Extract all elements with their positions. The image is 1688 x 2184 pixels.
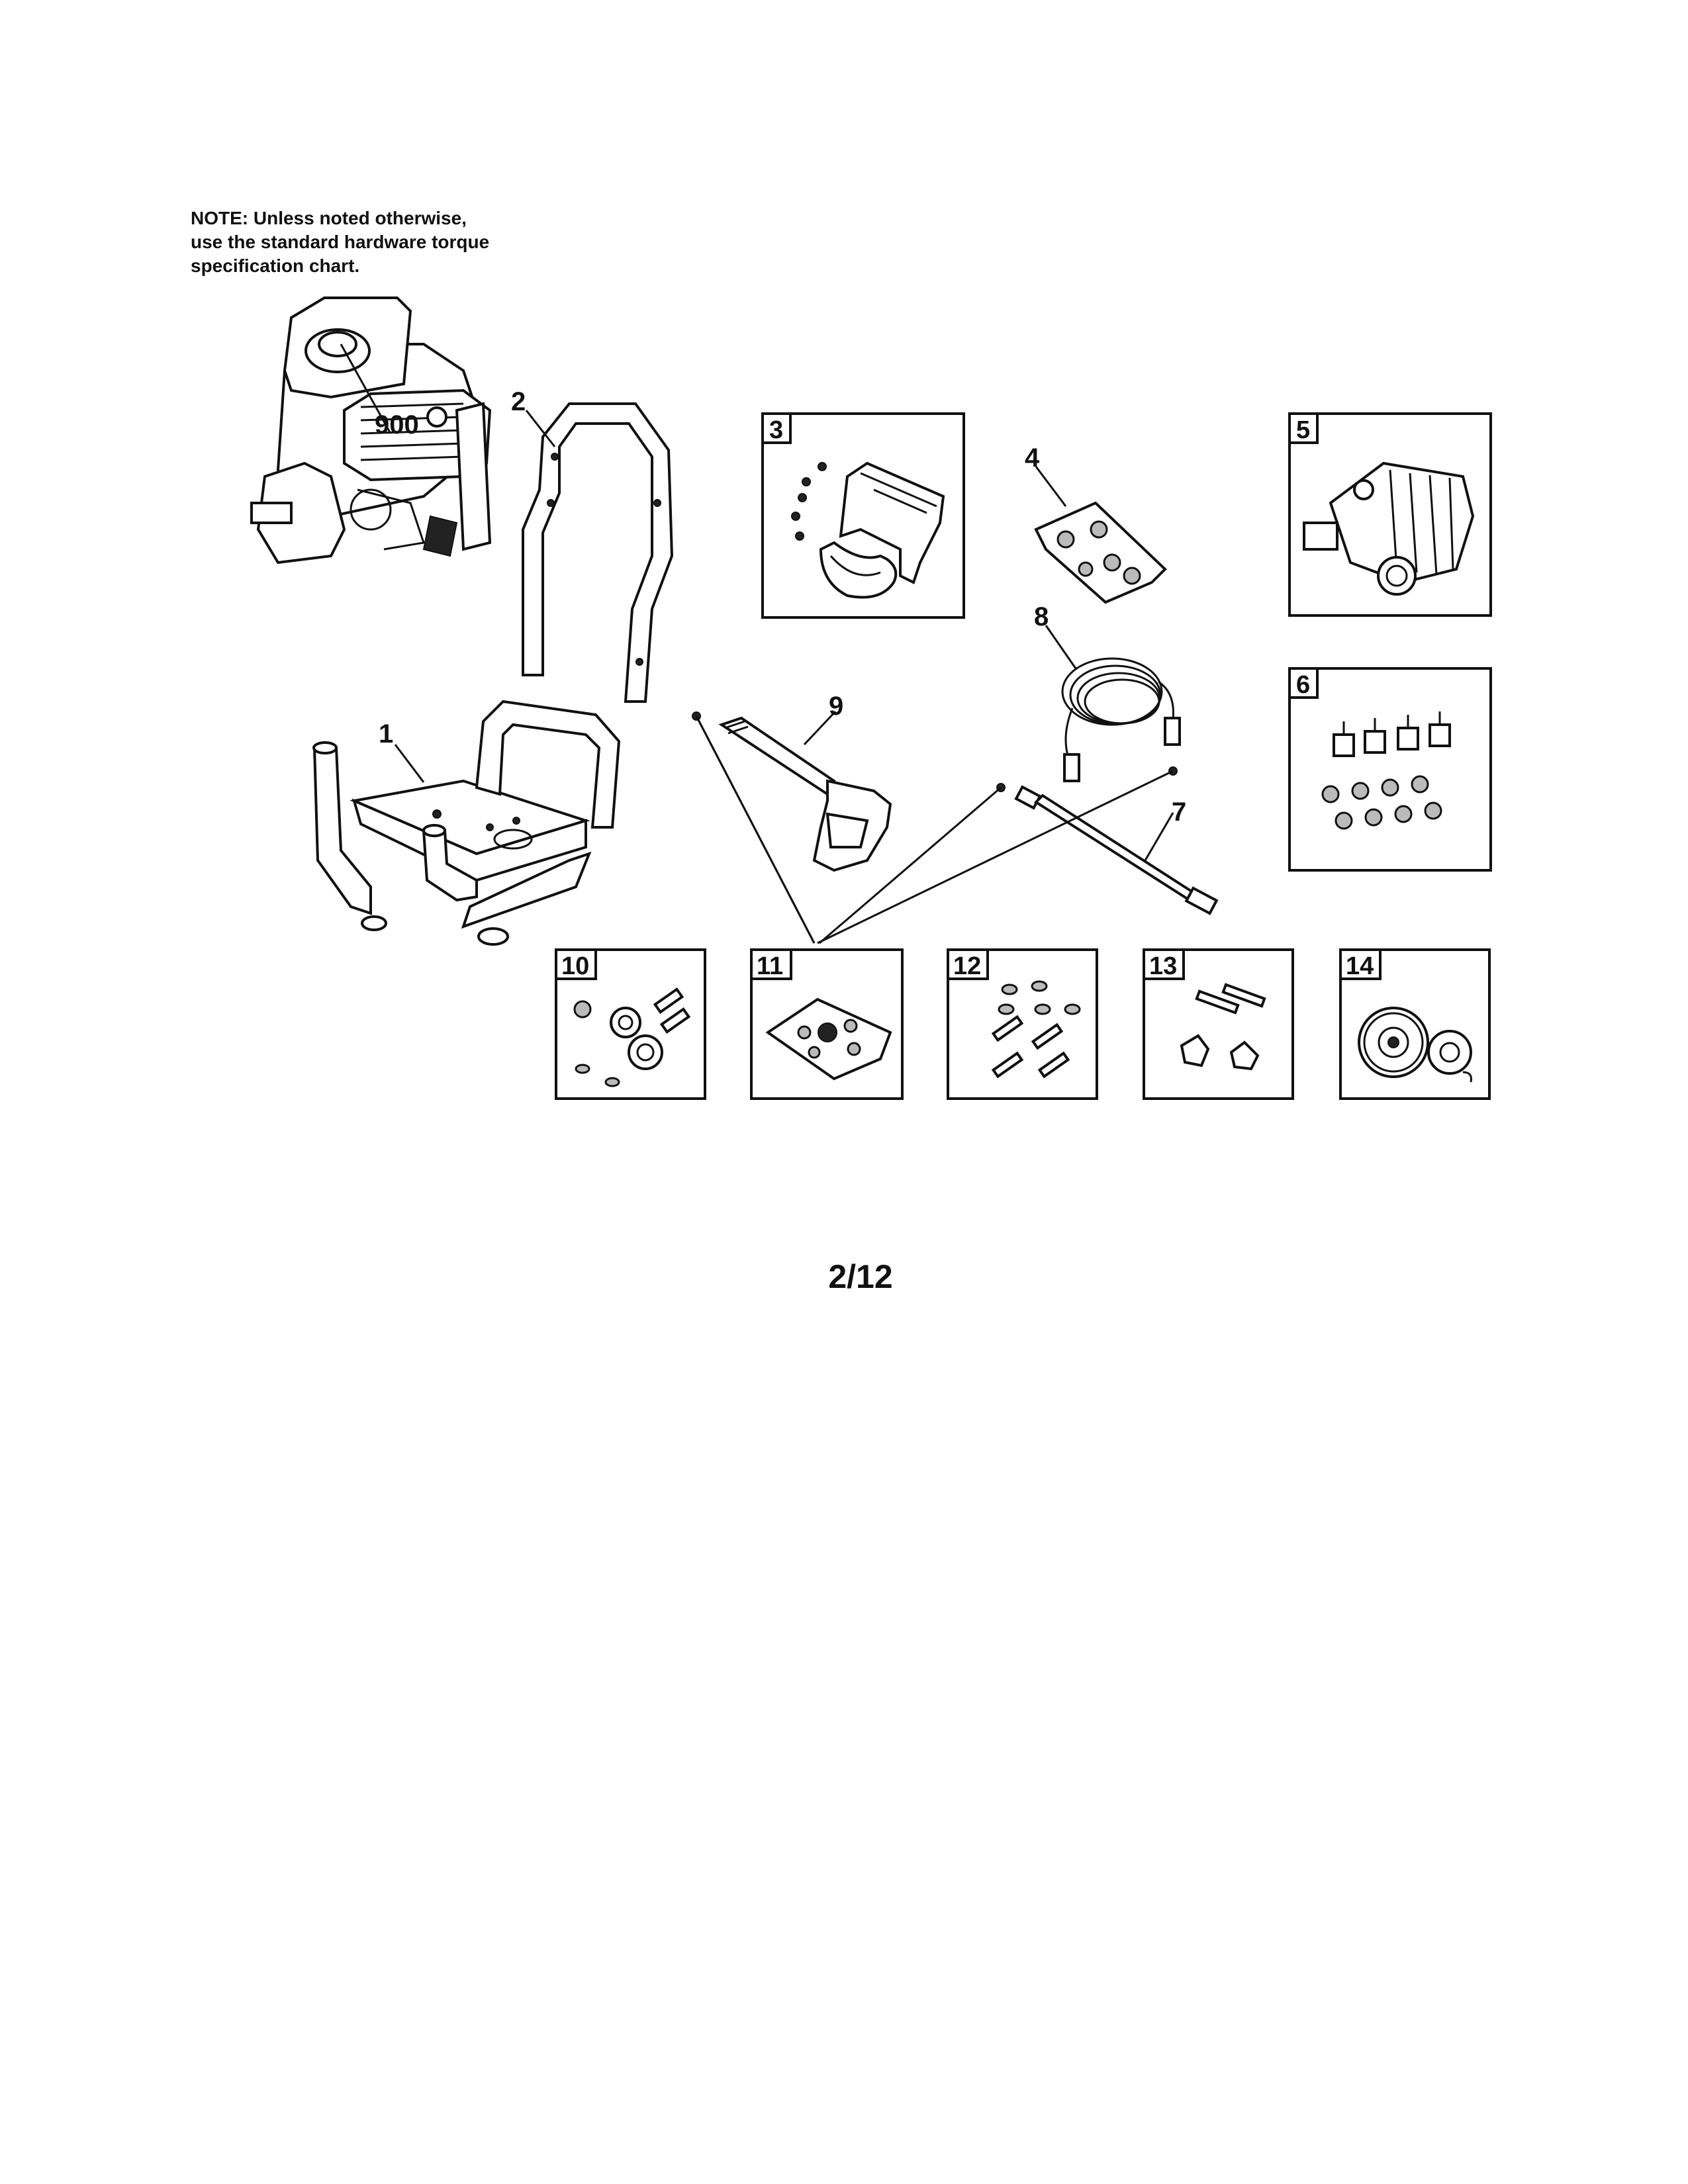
page-number: 2/12: [828, 1258, 893, 1295]
accessory-bag-illustration: [765, 997, 892, 1081]
isolator-mounts-illustration: [1321, 711, 1451, 830]
note-line-1: NOTE: Unless noted otherwise,: [191, 208, 467, 228]
bracket-illustration: [791, 461, 945, 599]
box-6-label: 6: [1296, 671, 1310, 699]
handle-illustration: [522, 402, 674, 703]
wheel-hardware-illustration: [573, 987, 691, 1087]
callout-9: 9: [829, 692, 843, 721]
callout-900: 900: [375, 410, 419, 439]
leader-4: [1035, 466, 1067, 507]
bolts-washers-illustration: [991, 980, 1081, 1079]
leader-1: [394, 744, 425, 783]
callout-4: 4: [1025, 443, 1040, 473]
spray-gun-illustration: [692, 711, 892, 872]
box-5-label: 5: [1296, 416, 1310, 444]
callout-7: 7: [1172, 797, 1186, 827]
wheel-illustration: [1358, 1007, 1472, 1083]
leader-2: [525, 410, 556, 447]
torque-note: NOTE: Unless noted otherwise, use the st…: [191, 206, 601, 278]
box-11-label: 11: [757, 952, 783, 980]
callout-2: 2: [511, 387, 526, 416]
hose-illustration: [1061, 657, 1181, 782]
frame-illustration: [312, 700, 621, 946]
box-10-label: 10: [561, 952, 589, 980]
wand-illustration: [996, 783, 1219, 915]
pump-illustration: [1303, 461, 1475, 596]
note-line-3: specification chart.: [191, 255, 360, 276]
note-line-2: use the standard hardware torque: [191, 232, 490, 252]
box-3-label: 3: [769, 416, 783, 444]
connector-lines: [695, 715, 1174, 944]
leader-7: [1144, 812, 1174, 861]
box-13-label: 13: [1149, 952, 1177, 980]
leader-9: [803, 710, 837, 746]
box-14-label: 14: [1346, 952, 1374, 980]
leader-900: [340, 343, 392, 434]
knobs-bolts-illustration: [1180, 983, 1266, 1071]
box-6: [1288, 667, 1492, 872]
hardware-bag-illustration: [1034, 501, 1167, 604]
callout-8: 8: [1034, 602, 1049, 631]
box-12-label: 12: [953, 952, 981, 980]
leader-8: [1045, 625, 1077, 669]
callout-1: 1: [379, 719, 393, 749]
engine-illustration: [250, 296, 492, 565]
